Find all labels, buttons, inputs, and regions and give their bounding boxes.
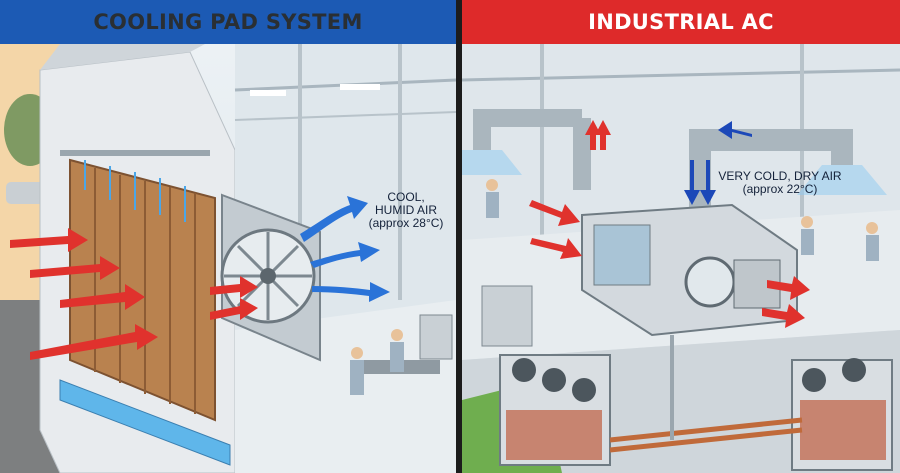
label-line: HUMID AIR xyxy=(374,203,437,217)
label-line: VERY COLD, DRY AIR xyxy=(718,169,842,183)
worker xyxy=(350,360,364,395)
industrial-ac-banner: INDUSTRIAL AC xyxy=(462,0,900,44)
very-cold-dry-air-label: VERY COLD, DRY AIR (approx 22°C) xyxy=(700,170,860,196)
cooling-pad-banner: COOLING PAD SYSTEM xyxy=(0,0,456,44)
ceiling-light xyxy=(250,90,286,96)
worker xyxy=(801,229,814,255)
warm-return-arrows xyxy=(529,120,810,328)
machine xyxy=(481,285,533,347)
cold-air-diffuser xyxy=(797,165,887,195)
worker xyxy=(390,342,404,372)
cooling-pad xyxy=(69,158,216,422)
condenser-coil xyxy=(506,410,602,460)
condenser-fan xyxy=(802,368,826,392)
condenser-coil xyxy=(800,400,886,460)
cooling-coil xyxy=(593,224,651,286)
condenser-fan xyxy=(542,368,566,392)
supply-duct xyxy=(473,109,582,150)
worker xyxy=(866,235,879,261)
cool-air-arrows xyxy=(300,196,390,302)
cooling-pad-illustration xyxy=(0,44,456,473)
label-line: (approx 28°C) xyxy=(368,216,444,230)
cold-air-arrows xyxy=(684,121,752,205)
cool-humid-air-label: COOL, HUMID AIR (approx 28°C) xyxy=(356,191,456,230)
water-trough xyxy=(59,379,231,466)
ceiling-light xyxy=(340,84,380,90)
worker xyxy=(486,192,499,218)
condenser-fan xyxy=(512,358,536,382)
industrial-ac-panel xyxy=(462,0,900,473)
parked-car xyxy=(6,182,46,204)
panel-divider xyxy=(456,0,462,473)
label-line: (approx 22°C) xyxy=(742,182,818,196)
blower-fan xyxy=(684,256,736,308)
cooling-pad-panel xyxy=(0,0,456,473)
refrigerant-pipe xyxy=(609,417,803,443)
supply-duct xyxy=(689,129,853,210)
water-distribution-pipe xyxy=(60,150,210,156)
industrial-ac-illustration xyxy=(462,44,900,473)
condenser-fan xyxy=(842,358,866,382)
label-line: COOL, xyxy=(387,190,425,204)
roof-edge xyxy=(40,44,205,70)
refrigerant-pipe xyxy=(609,427,803,453)
condenser-fan xyxy=(572,378,596,402)
cold-air-diffuser xyxy=(462,150,522,175)
hot-air-arrows xyxy=(10,228,258,360)
control-cabinet xyxy=(419,314,453,360)
